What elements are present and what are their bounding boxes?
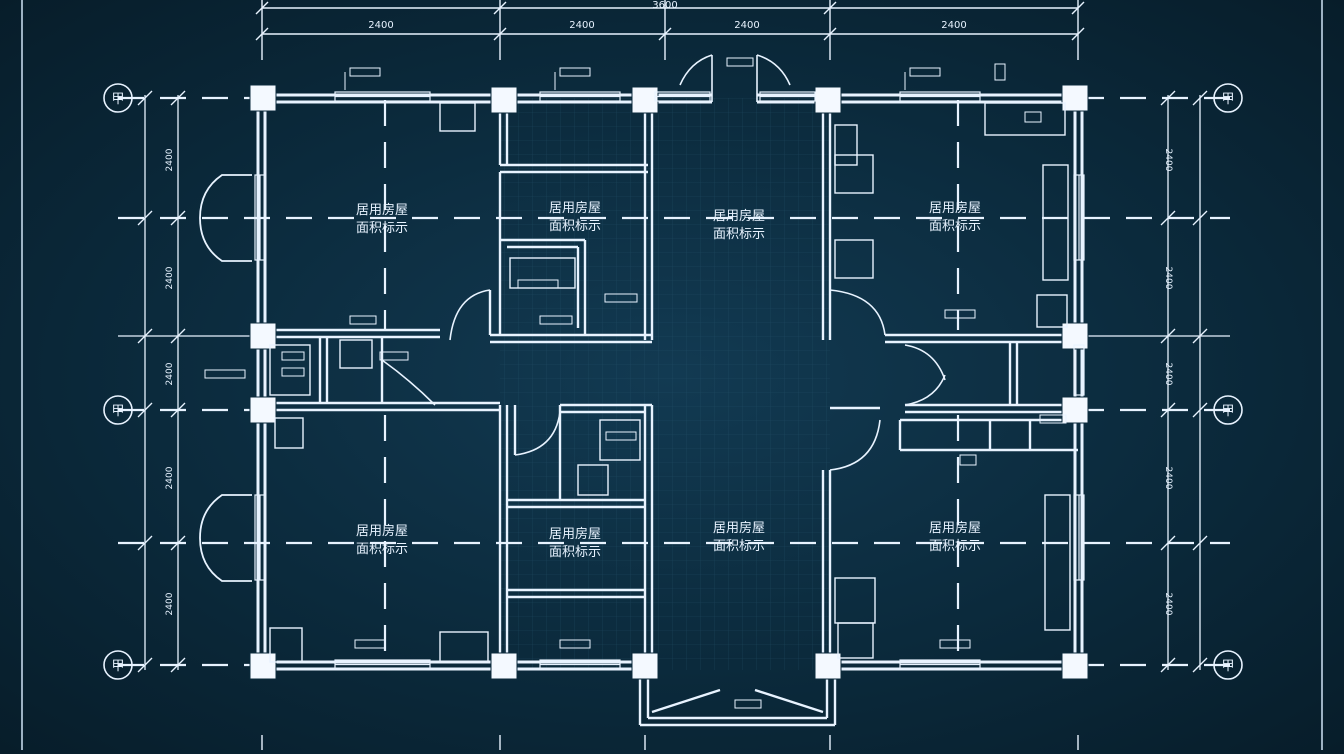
svg-text:甲: 甲 (1221, 92, 1234, 107)
room-label-line2: 面积标示 (929, 219, 981, 234)
dimension-left-2: 2400 (165, 266, 175, 289)
axis-bubble-right-3: 甲 (1213, 650, 1243, 680)
room-label-lower-left: 居用房屋 面积标示 (356, 523, 408, 557)
dimension-right-5: 2400 (1163, 593, 1173, 616)
room-label-line1: 居用房屋 (549, 526, 601, 542)
bay-windows (199, 174, 252, 582)
room-label-line1: 居用房屋 (549, 200, 601, 216)
svg-text:甲: 甲 (111, 659, 124, 674)
page-frame (21, 0, 1323, 750)
axis-bubble-right-1: 甲 (1213, 83, 1243, 113)
left-dimension-chain (118, 90, 262, 673)
fixtures (269, 102, 1071, 663)
dimension-right-3: 2400 (1163, 363, 1173, 386)
dimension-right-2: 2400 (1163, 267, 1173, 290)
right-dimension-chain (1078, 90, 1230, 673)
dimension-left-3: 2400 (165, 362, 175, 385)
room-label-line1: 居用房屋 (356, 202, 408, 218)
leader-annotations (204, 57, 1067, 709)
door-swings (381, 54, 946, 471)
svg-text:甲: 甲 (1221, 404, 1234, 419)
axis-bubble-left-1: 甲 (103, 83, 133, 113)
dimension-left-4: 2400 (165, 466, 175, 489)
svg-text:甲: 甲 (111, 92, 124, 107)
dimension-top-4: 2400 (941, 20, 966, 31)
room-label-line1: 居用房屋 (929, 200, 981, 216)
structural-columns (249, 84, 1089, 680)
room-label-line2: 面积标示 (929, 539, 981, 554)
room-label-line1: 居用房屋 (929, 520, 981, 536)
room-label-line2: 面积标示 (549, 219, 601, 234)
room-label-line2: 面积标示 (549, 545, 601, 560)
dimension-top-2: 2400 (569, 20, 594, 31)
axis-bubble-right-2: 甲 (1213, 395, 1243, 425)
room-label-line2: 面积标示 (713, 539, 765, 554)
windows (254, 91, 1085, 670)
top-dimension-chain (255, 0, 1085, 60)
room-label-line2: 面积标示 (713, 227, 765, 242)
room-label-line1: 居用房屋 (356, 523, 408, 539)
room-label-upper-right: 居用房屋 面积标示 (929, 200, 981, 234)
dimension-top-3: 2400 (734, 20, 759, 31)
axis-bubble-left-3: 甲 (103, 650, 133, 680)
room-label-lower-center: 居用房屋 面积标示 (549, 526, 601, 560)
axis-bubble-left-2: 甲 (103, 395, 133, 425)
room-label-line2: 面积标示 (356, 542, 408, 557)
dimension-left-1: 2400 (165, 148, 175, 171)
dimension-top-1: 2400 (368, 20, 393, 31)
room-label-line1: 居用房屋 (713, 208, 765, 224)
dimension-right-4: 2400 (1163, 467, 1173, 490)
svg-text:甲: 甲 (111, 404, 124, 419)
dimension-overall: 3600 (652, 0, 677, 11)
room-label-lower-right: 居用房屋 面积标示 (929, 520, 981, 554)
central-hall-grid (500, 98, 830, 670)
room-label-line2: 面积标示 (356, 221, 408, 236)
bottom-dimension-ticks (261, 735, 1079, 750)
dimension-left-5: 2400 (165, 592, 175, 615)
dimension-right-1: 2400 (1163, 149, 1173, 172)
room-label-hall-lower: 居用房屋 面积标示 (713, 520, 765, 554)
room-label-upper-center: 居用房屋 面积标示 (549, 200, 601, 234)
room-label-line1: 居用房屋 (713, 520, 765, 536)
room-label-hall-upper: 居用房屋 面积标示 (713, 208, 765, 242)
svg-text:甲: 甲 (1221, 659, 1234, 674)
room-label-upper-left: 居用房屋 面积标示 (356, 202, 408, 236)
